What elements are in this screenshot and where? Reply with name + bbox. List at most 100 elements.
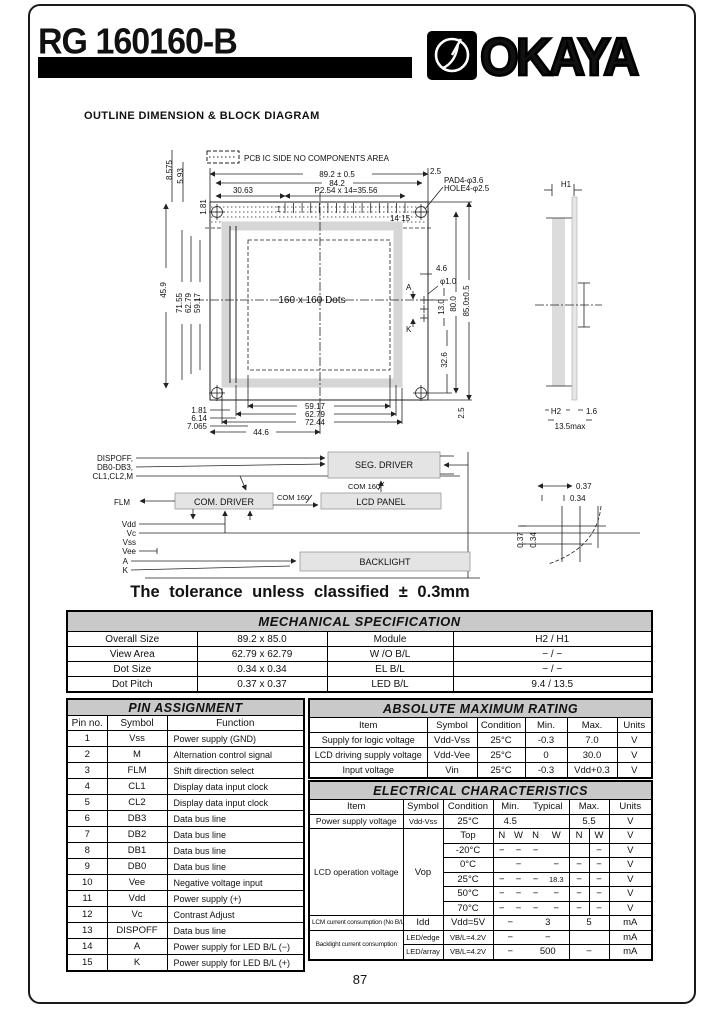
- lcd-panel-block: [320, 492, 442, 510]
- page-number: 87: [352, 972, 368, 987]
- dim-phi-1-0: φ1.0: [440, 277, 457, 286]
- pin-assignment-table: PIN ASSIGNMENT Pin no. Symbol Function 1…: [66, 698, 305, 972]
- dim-6-14: 6.14: [191, 414, 207, 423]
- table-row: 0°C − − −− V: [309, 857, 652, 872]
- dim-45-9: 45.9: [159, 282, 168, 298]
- flm-label: FLM: [114, 498, 130, 507]
- dot-size-width: 0.34: [570, 494, 586, 503]
- vee-label: Vee: [122, 547, 136, 556]
- pin-14-15-marker: 14 15: [390, 214, 411, 223]
- dim-1-81-bottom: 1.81: [191, 406, 207, 415]
- signal-dispoff: DISPOFF,: [97, 454, 133, 463]
- dim-85-0: 85.0±0.5: [462, 285, 471, 317]
- pin-table-title: PIN ASSIGNMENT: [66, 698, 305, 716]
- backlight-a-label: A: [123, 557, 129, 566]
- mech-table-title: MECHANICAL SPECIFICATION: [66, 610, 653, 632]
- signal-db0-db3: DB0-DB3,: [97, 463, 133, 472]
- side-h1-label: H1: [561, 180, 572, 189]
- pin-1-marker: 1: [277, 205, 282, 214]
- connector-pins: [284, 203, 406, 213]
- backlight-pin-holes: [420, 296, 428, 322]
- dim-80-0: 80.0: [449, 296, 458, 312]
- table-row: 25°C −− −18.3 −− V: [309, 871, 652, 887]
- dim-84-2: 84.2: [329, 179, 345, 188]
- table-row: Power supply voltage Vdd-Vss 25°C 4.5 5.…: [309, 813, 652, 829]
- com-driver-label: COM. DRIVER: [194, 497, 255, 507]
- view-area: [247, 239, 391, 371]
- dim-71-55: 71.55: [175, 292, 184, 313]
- dim-8-575: 8.575: [165, 159, 174, 180]
- dim-30-63: 30.63: [233, 186, 254, 195]
- seg-driver-block: [327, 451, 441, 479]
- vdd-label: Vdd: [122, 520, 136, 529]
- mounting-pads: [209, 204, 429, 401]
- table-row: 50°C −− −− −− V: [309, 886, 652, 901]
- section-title: OUTLINE DIMENSION & BLOCK DIAGRAM: [84, 110, 320, 122]
- table-header-row: Pin no. Symbol Function: [66, 715, 305, 731]
- electrical-characteristics-table: ELECTRICAL CHARACTERISTICS Item Symbol C…: [308, 780, 653, 961]
- seg-driver-label: SEG. DRIVER: [355, 460, 414, 470]
- vc-label: Vc: [127, 529, 136, 538]
- dim-72-44: 72.44: [305, 418, 326, 427]
- dim-overall-width: 89.2 ± 0.5: [319, 170, 355, 179]
- signal-cl1-cl2-m: CL1,CL2,M: [93, 472, 134, 481]
- vss-label: Vss: [123, 538, 136, 547]
- table-row: LED/array VB/L=4.2V − 500 − mA: [309, 944, 652, 960]
- dot-size-height: 0.34: [529, 532, 538, 548]
- dim-13-0: 13.0: [437, 299, 446, 315]
- backlight-label: BACKLIGHT: [359, 557, 411, 567]
- module-bezel: [221, 221, 403, 388]
- tolerance-note: The tolerance unless classified ± 0.3mm: [130, 583, 470, 601]
- table-row: LCM current consumption (No B/L) Idd Vdd…: [309, 915, 652, 930]
- dim-1-81-left: 1.81: [199, 199, 208, 215]
- dot-grid: [518, 506, 606, 562]
- dim-4-6: 4.6: [436, 264, 448, 273]
- table-row: 70°C −− −− −− V: [309, 900, 652, 916]
- side-view-module: [552, 218, 565, 386]
- lcd-panel-label: LCD PANEL: [356, 497, 405, 507]
- hole-label: HOLE4-φ2.5: [444, 184, 490, 193]
- dim-7-065: 7.065: [187, 422, 208, 431]
- dim-62-79-bottom: 62.79: [305, 410, 326, 419]
- page-title: RG 160160-B: [38, 22, 238, 62]
- pcb-outline: [209, 201, 429, 401]
- dim-62-79-left: 62.79: [184, 292, 193, 313]
- backlight-k-label: K: [123, 566, 129, 575]
- dim-32-6: 32.6: [440, 352, 449, 368]
- dim-5-93: 5.93: [176, 168, 185, 184]
- side-1-6-label: 1.6: [586, 407, 598, 416]
- table-row: -20°C −− − − V: [309, 842, 652, 858]
- bus-com-label: COM 160: [277, 493, 309, 502]
- side-13-5-label: 13.5max: [555, 422, 586, 431]
- brand-logotype: OKAYA: [479, 26, 641, 88]
- dim-pin-pitch: P2.54 x 14=35.56: [315, 186, 378, 195]
- table-header-row: Item Symbol Condition Min. Typical Max. …: [309, 799, 652, 814]
- dots-label: 160 x 160 Dots: [278, 295, 345, 306]
- dim-2-5-top: 2.5: [430, 167, 442, 176]
- cathode-marker: K: [406, 325, 412, 334]
- bus-seg-label: COM 160: [348, 482, 380, 491]
- title-underline-bar: [38, 57, 412, 78]
